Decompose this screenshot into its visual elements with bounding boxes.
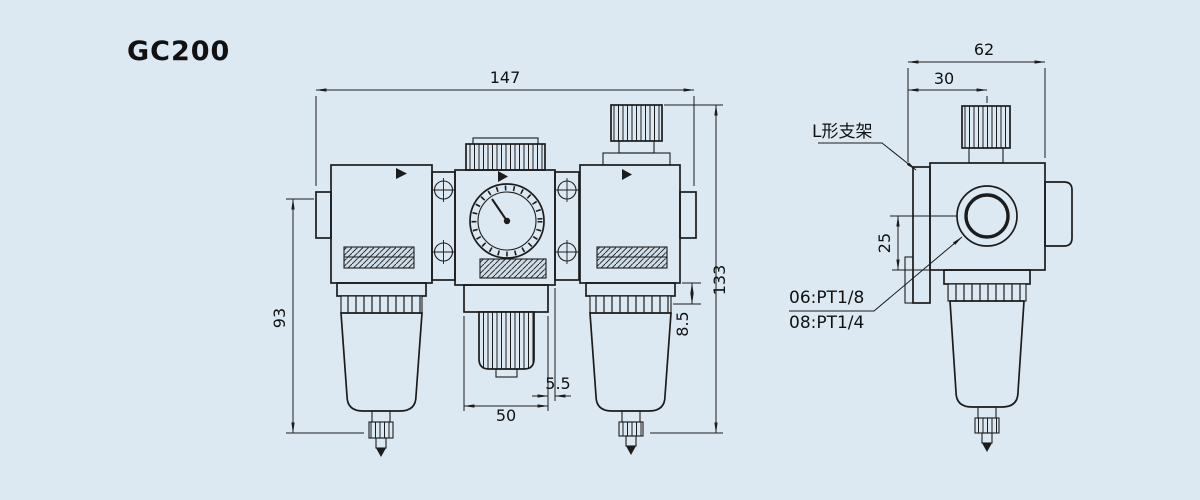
dim-center-to-base: 25 — [875, 233, 894, 253]
dim-overall-height: 133 — [710, 265, 729, 296]
page-title: GC200 — [127, 36, 230, 67]
side-drain-tip — [982, 443, 992, 452]
dim-knob-width: 50 — [496, 406, 516, 425]
bracket-leader-line — [818, 142, 917, 171]
dim-port-offset: 8.5 — [673, 311, 692, 336]
bracket-label: L形支架 — [812, 122, 872, 142]
lubricator-drain-tip — [626, 446, 636, 455]
lubricator-bowl — [589, 312, 672, 412]
lubricator-outlet-port — [679, 191, 697, 239]
filter-unit — [315, 164, 433, 457]
side-adjust-cap — [961, 105, 1011, 149]
pressure-gauge — [469, 183, 545, 259]
regulator-unit — [454, 137, 556, 378]
front-view: 147 93 133 8.5 50 5.5 — [270, 68, 729, 457]
side-outlet-boss — [1044, 181, 1073, 247]
dim-filter-height: 93 — [270, 308, 289, 328]
side-view: 62 30 25 L形支架 06:PT1/8 08:PT1/4 — [789, 40, 1073, 452]
filter-drain-knob — [368, 421, 394, 439]
dim-overall-depth: 62 — [974, 40, 994, 59]
lubricator-drain-knob — [618, 421, 644, 437]
port-leader-line — [789, 236, 963, 312]
side-view-dimensions: 62 30 25 L形支架 06:PT1/8 08:PT1/4 — [789, 40, 1046, 333]
filter-bowl — [340, 312, 423, 412]
lubricator-cap — [610, 104, 663, 142]
side-bowl-ribs — [947, 283, 1027, 302]
filter-bowl-ribs — [340, 295, 423, 314]
lubricator-unit — [579, 104, 697, 455]
flow-arrow-icon — [396, 168, 407, 179]
port-label-08: 08:PT1/4 — [789, 313, 864, 333]
front-view-dimensions: 147 93 133 8.5 50 5.5 — [270, 68, 729, 434]
connector-flange-right — [554, 171, 580, 281]
regulator-cap — [465, 143, 546, 171]
dim-front-to-center: 30 — [934, 69, 954, 88]
flow-arrow-icon — [622, 169, 632, 180]
side-bowl-body — [949, 300, 1025, 408]
side-bowl — [943, 269, 1031, 452]
filter-drain-tip — [376, 448, 386, 457]
flow-arrow-icon — [498, 171, 508, 182]
side-drain-knob — [974, 417, 1000, 434]
port-thread-circle — [964, 193, 1010, 239]
regulator-adjust-knob — [478, 311, 535, 370]
lubricator-bowl-ribs — [589, 295, 672, 314]
dim-knob-offset: 5.5 — [545, 374, 570, 393]
regulator-nameplate — [479, 258, 547, 279]
gauge-needle — [491, 198, 508, 222]
side-body — [890, 105, 1073, 271]
port-label-06: 06:PT1/8 — [789, 288, 864, 308]
dim-overall-width: 147 — [490, 68, 521, 87]
